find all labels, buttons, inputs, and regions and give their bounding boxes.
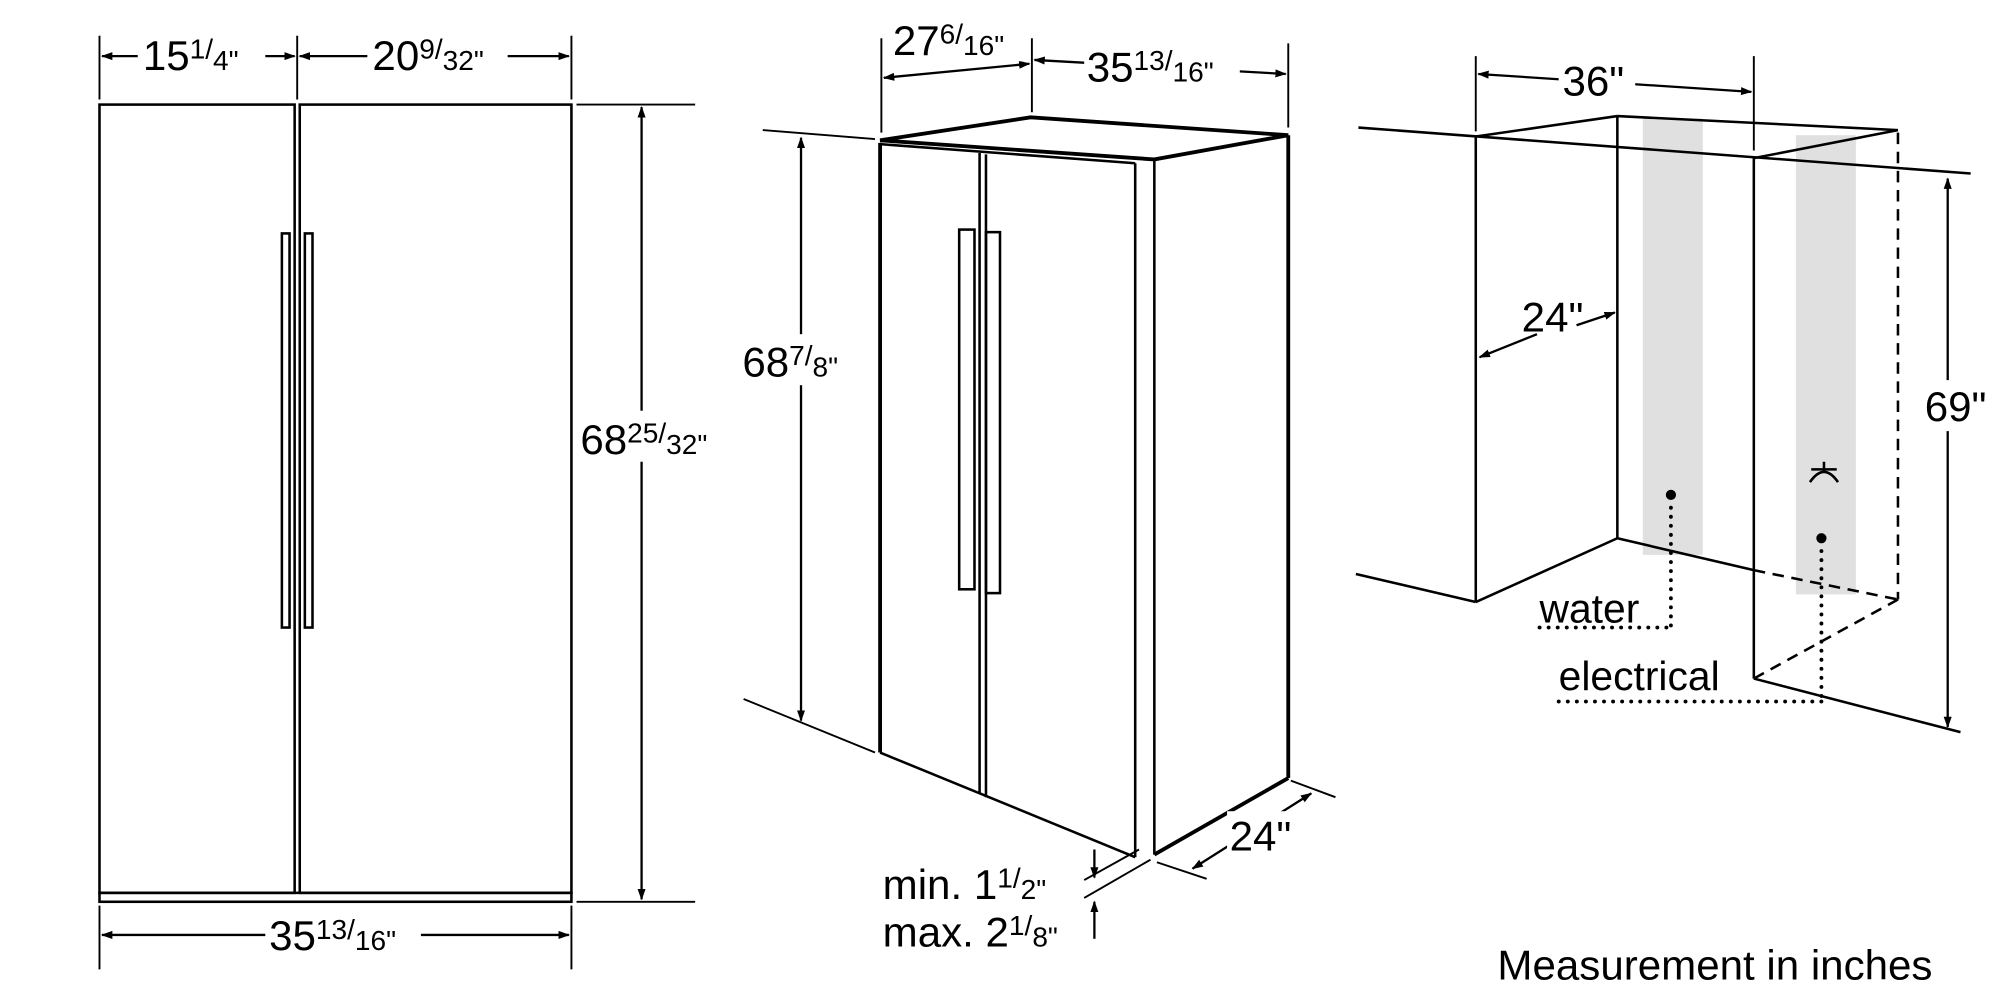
width-right-label: 209/32" <box>372 32 483 79</box>
socket-icon <box>1808 461 1840 483</box>
fridge-door <box>298 103 573 895</box>
freezer-handle <box>957 228 976 591</box>
total-width-label: 3513/16" <box>269 912 396 959</box>
freezer-door <box>98 103 296 895</box>
electrical-zone-shading <box>1795 135 1856 595</box>
water-label: water <box>1539 585 1640 631</box>
electrical-connection-point <box>1816 533 1827 544</box>
height-label: 6825/32" <box>580 416 707 463</box>
water-zone-shading <box>1642 118 1703 555</box>
width-label: 3513/16" <box>1087 44 1214 91</box>
installation-niche-view: 36" 24" 69" water electrical <box>1355 56 1988 734</box>
height-label: 687/8" <box>742 338 838 385</box>
water-connection-point <box>1665 489 1677 500</box>
fridge-handle <box>984 230 1002 595</box>
freezer-handle <box>280 232 291 629</box>
fridge-handle <box>303 232 314 629</box>
niche-width-label: 36" <box>1563 58 1625 105</box>
electrical-label: electrical <box>1559 653 1720 699</box>
niche-depth-label: 24" <box>1522 294 1584 341</box>
depth-label: 24" <box>1230 813 1292 860</box>
niche-height-label: 69" <box>1925 383 1987 430</box>
door-depth-label: 276/16" <box>893 17 1004 64</box>
top-face <box>879 115 1289 162</box>
perspective-view: 276/16" 3513/16" 687/8" 24" min. 11/2" m… <box>739 17 1336 955</box>
width-left-label: 151/4" <box>143 32 239 79</box>
gap-min-label: min. 11/2" <box>883 861 1047 908</box>
gap-max-label: max. 21/8" <box>883 908 1058 955</box>
measurement-note: Measurement in inches <box>1497 942 1932 989</box>
front-view: 151/4" 209/32" 6825/32" 3513/16" <box>98 32 735 970</box>
base-plinth <box>98 891 573 904</box>
